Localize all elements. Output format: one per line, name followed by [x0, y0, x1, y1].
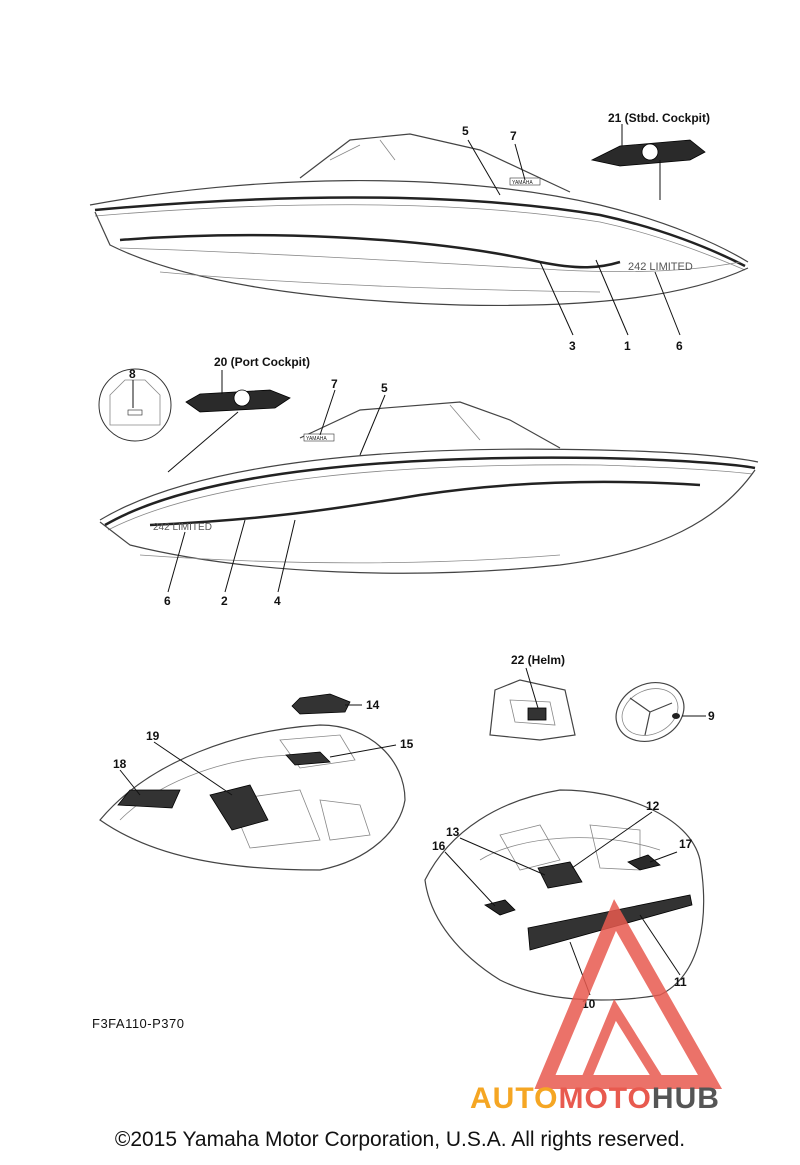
callout-1: 1	[624, 339, 631, 353]
callout-13: 13	[446, 825, 460, 839]
callout-7: 7	[510, 129, 517, 143]
model-decal-lower: 242 LIMITED	[153, 522, 212, 533]
gunwale-stripe-upper	[94, 196, 746, 268]
bow-console-mat	[209, 784, 269, 831]
callout-9: 9	[708, 709, 715, 723]
steering-wheel	[615, 682, 685, 742]
deck-line-upper	[89, 179, 749, 263]
hull-side-upper	[94, 211, 749, 307]
callout-19: 19	[146, 729, 160, 743]
callout-7-lower: 7	[331, 377, 338, 391]
watermark-part-3: HUB	[651, 1082, 720, 1115]
callout-6: 6	[676, 339, 683, 353]
brand-decal-lower: YAMAHA	[306, 436, 327, 442]
callout-16: 16	[432, 839, 446, 853]
detail-circle	[98, 368, 172, 442]
wheel-emblem	[672, 713, 680, 719]
caption-stbd-cockpit: 21 (Stbd. Cockpit)	[608, 111, 710, 125]
bow-decal	[291, 693, 351, 715]
callout-6-lower: 6	[164, 594, 171, 608]
forward-cockpit-view	[99, 693, 406, 871]
caption-port-cockpit: 20 (Port Cockpit)	[214, 355, 310, 369]
callout-3: 3	[569, 339, 576, 353]
windshield-lower	[299, 401, 561, 449]
hull-graphic-lower	[149, 480, 701, 527]
callout-4: 4	[274, 594, 281, 608]
callout-numbers: 5 7 3 1 6 8 7 5 6 2 4 9 14 15 19 18 12 1…	[113, 124, 715, 1011]
helm-decal	[527, 707, 547, 721]
callout-14: 14	[366, 698, 380, 712]
watermark-logo	[534, 899, 723, 1089]
center-deck-mat	[537, 861, 583, 889]
hull-side-lower	[99, 469, 756, 574]
callout-18: 18	[113, 757, 127, 771]
starboard-side-view: 242 LIMITED YAMAHA	[89, 133, 749, 307]
port-aft-decal	[484, 899, 516, 916]
callout-5: 5	[462, 124, 469, 138]
forward-deck-outline	[99, 724, 406, 871]
stbd-aft-decal	[627, 854, 661, 871]
model-decal-upper: 242 LIMITED	[628, 261, 693, 273]
callout-17: 17	[679, 837, 693, 851]
anchor-locker-decal	[285, 751, 331, 766]
watermark-text: AUTOMOTOHUB	[470, 1082, 720, 1116]
diagram-code: F3FA110-P370	[92, 1016, 185, 1031]
callout-8: 8	[129, 367, 136, 381]
bow-seat-mat	[117, 789, 181, 809]
helm-console	[489, 679, 576, 741]
callout-11: 11	[674, 975, 687, 989]
hull-graphic-upper	[119, 234, 621, 269]
leader-lines	[119, 124, 706, 996]
watermark-part-2: MOTO	[558, 1082, 652, 1115]
helm-assembly	[489, 679, 576, 741]
callout-2: 2	[221, 594, 228, 608]
watermark-part-1: AUTO	[470, 1082, 559, 1115]
callout-5-lower: 5	[381, 381, 388, 395]
aft-cockpit-view	[424, 789, 705, 1001]
port-side-view: 242 LIMITED YAMAHA	[98, 368, 759, 574]
caption-helm: 22 (Helm)	[511, 653, 565, 667]
copyright-notice: ©2015 Yamaha Motor Corporation, U.S.A. A…	[114, 1128, 686, 1151]
gunwale-stripe-lower	[104, 456, 756, 527]
callout-12: 12	[646, 799, 660, 813]
aft-deck-outline	[424, 789, 705, 1001]
deck-line-lower	[99, 448, 759, 521]
windshield-upper	[299, 133, 571, 193]
detail-decal	[127, 409, 143, 416]
brand-decal-upper: YAMAHA	[512, 180, 533, 186]
callout-15: 15	[400, 737, 414, 751]
